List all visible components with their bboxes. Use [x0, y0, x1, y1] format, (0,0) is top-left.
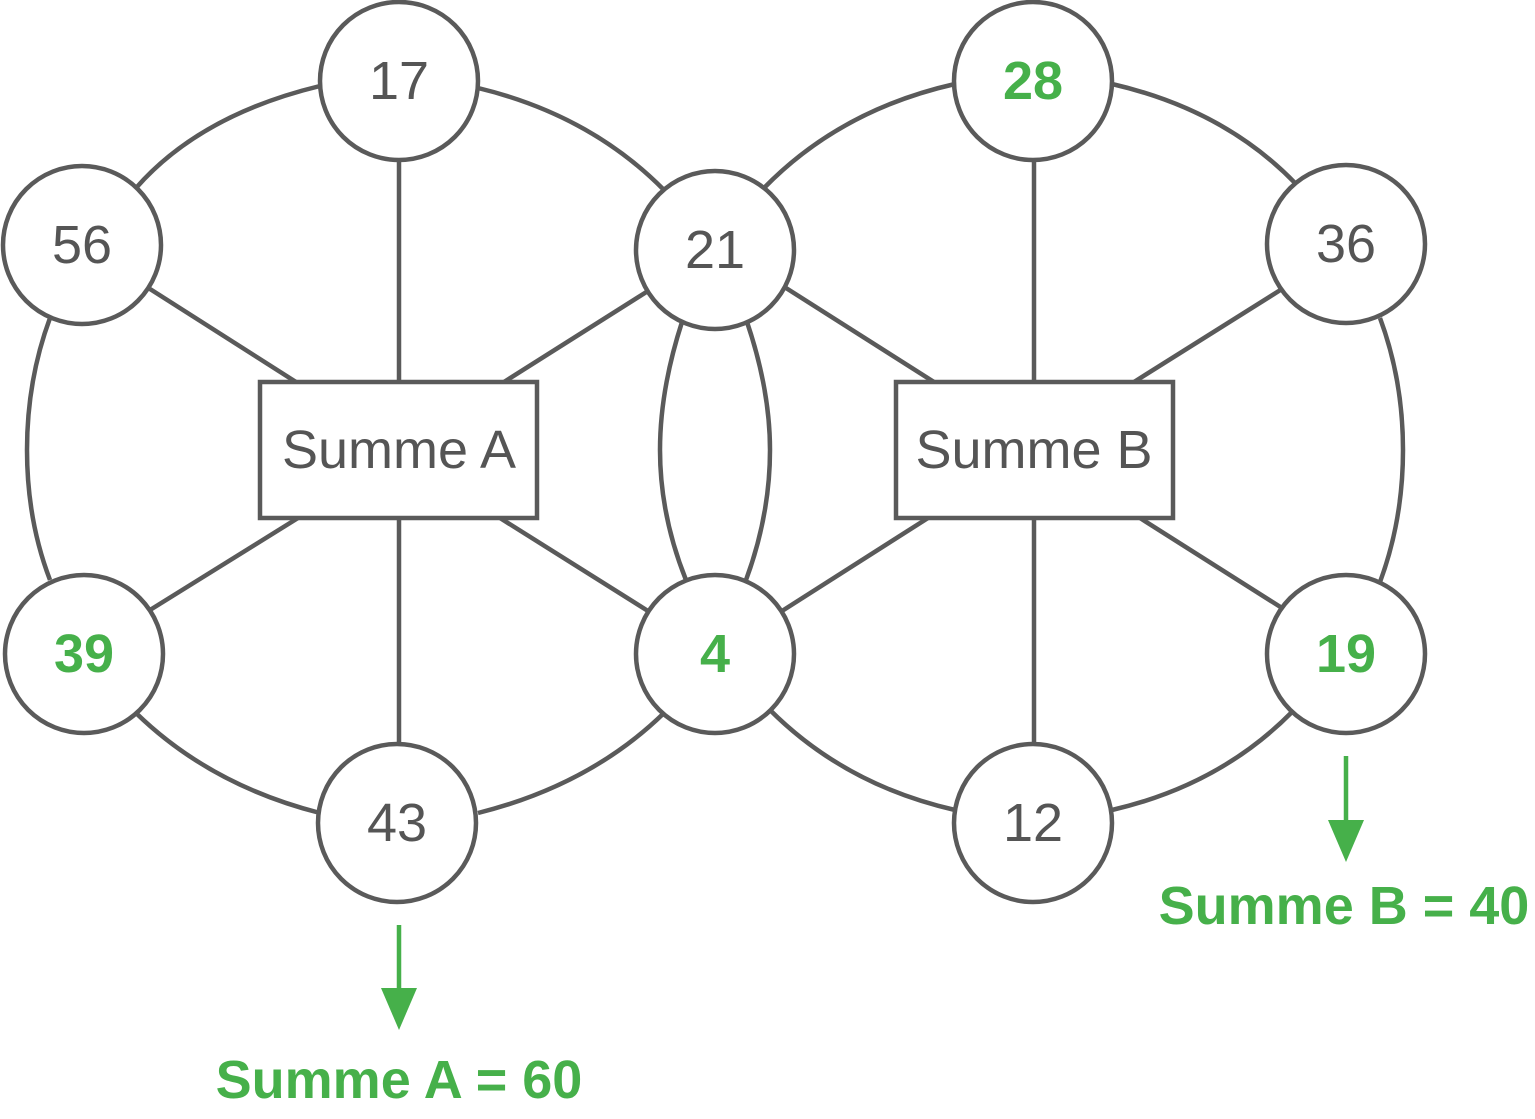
edge-12-4: [768, 708, 956, 813]
edge-21-4-right: [743, 321, 773, 581]
result-arrow-a: [381, 925, 417, 1030]
node-17-circle: [317, 0, 481, 163]
edge-17-56: [134, 83, 321, 190]
result-arrow-b: [1328, 756, 1364, 862]
node-17: 17: [317, 0, 481, 163]
node-56-value: 56: [52, 215, 112, 275]
edges-ring-a: [24, 83, 666, 816]
sum-box-b: Summe B: [893, 379, 1176, 521]
node-19: 19: [1264, 572, 1428, 736]
node-17-value: 17: [369, 51, 429, 111]
node-28: 28: [951, 0, 1115, 163]
edge-56-39: [24, 317, 53, 581]
node-39-value: 39: [54, 624, 114, 684]
edge-4-boxA: [498, 516, 650, 613]
node-43-circle: [315, 741, 479, 905]
node-28-circle: [951, 0, 1115, 163]
node-4: 4: [633, 572, 797, 736]
node-21-circle: [633, 168, 797, 332]
node-21: 21: [633, 168, 797, 332]
edge-39-43: [134, 711, 321, 816]
node-12: 12: [951, 741, 1115, 905]
edge-17-21: [477, 85, 666, 192]
node-4-circle: [633, 572, 797, 736]
node-43: 43: [315, 741, 479, 905]
node-28-value: 28: [1003, 51, 1063, 111]
node-43-value: 43: [367, 793, 427, 853]
edge-36-boxB: [1132, 287, 1284, 384]
node-12-circle: [951, 741, 1115, 905]
edge-56-boxA: [148, 287, 298, 384]
sum-box-a-label: Summe A: [282, 420, 516, 480]
edge-28-36: [1111, 81, 1298, 186]
sum-box-b-frame: [893, 379, 1176, 521]
node-39: 39: [2, 572, 166, 736]
edge-36-19: [1377, 317, 1406, 583]
node-4-value: 4: [700, 624, 730, 684]
edge-21-28: [762, 81, 956, 190]
node-36-circle: [1264, 162, 1428, 326]
edge-21-boxA: [502, 289, 650, 384]
sum-box-a: Summe A: [257, 379, 540, 521]
edges-center-lens: [657, 321, 773, 581]
node-21-value: 21: [685, 220, 745, 280]
node-36: 36: [1264, 162, 1428, 326]
edges-ring-b: [762, 81, 1406, 813]
node-56: 56: [0, 163, 164, 327]
node-19-value: 19: [1316, 624, 1376, 684]
edge-39-boxA: [148, 516, 300, 612]
edge-4-boxB: [780, 516, 930, 613]
node-12-value: 12: [1003, 793, 1063, 853]
result-arrow-a-head: [381, 988, 417, 1030]
sum-box-a-frame: [257, 379, 540, 521]
result-arrow-b-head: [1328, 820, 1364, 862]
node-56-circle: [0, 163, 164, 327]
edge-21-boxB: [784, 286, 936, 384]
node-36-value: 36: [1316, 214, 1376, 274]
edge-19-boxB: [1138, 516, 1284, 610]
result-label-b: Summe B = 40: [1159, 876, 1530, 936]
edge-21-4-left: [657, 321, 689, 581]
node-19-circle: [1264, 572, 1428, 736]
node-39-circle: [2, 572, 166, 736]
result-label-a: Summe A = 60: [216, 1050, 583, 1110]
edge-19-12: [1111, 710, 1294, 813]
sum-box-b-label: Summe B: [915, 420, 1152, 480]
edge-43-4: [477, 711, 666, 816]
